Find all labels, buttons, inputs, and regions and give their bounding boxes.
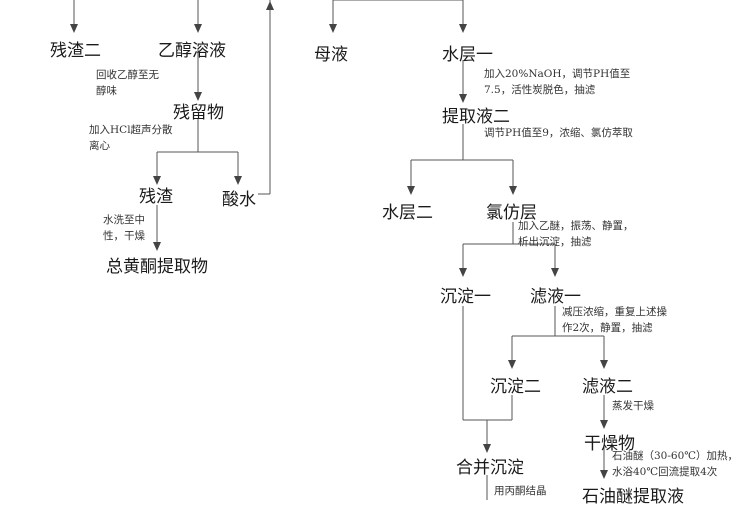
node-water-layer2: 水层二 [382,203,433,223]
note-line: 作2次，静置，抽滤 [562,322,653,334]
node-mother-liquor: 母液 [314,45,348,65]
note-reduce-pressure: 减压浓缩，重复上述操 作2次，静置，抽滤 [562,304,667,336]
note-line: 调节PH值至9，浓缩、氯仿萃取 [484,127,633,139]
note-line: 醇味 [96,85,117,97]
note-add-hcl: 加入HCl超声分散 离心 [89,122,173,154]
note-line: 回收乙醇至无 [96,69,159,81]
node-filtrate2: 滤液二 [582,377,633,397]
note-add-ether: 加入乙醚，振荡、静置， 析出沉淀，抽滤 [518,218,634,250]
note-line: 加入20%NaOH，调节PH值至 [484,68,631,80]
node-residue2: 残渣二 [50,41,101,61]
note-line: 蒸发干燥 [612,400,654,412]
node-acid-water: 酸水 [222,190,256,210]
note-petroleum-ether: 石油醚（30-60℃）加热， 水浴40℃回流提取4次 [612,448,738,480]
node-extract2: 提取液二 [442,107,510,127]
note-line: 加入乙醚，振荡、静置， [518,220,634,232]
note-line: 用丙酮结晶 [494,485,547,497]
note-line: 离心 [89,140,110,152]
note-line: 水洗至中 [103,214,145,226]
node-ethanol-solution: 乙醇溶液 [158,41,226,61]
note-recover-ethanol: 回收乙醇至无 醇味 [96,67,159,99]
node-water-layer1: 水层一 [442,45,493,65]
note-wash-neutral: 水洗至中 性，干燥 [103,212,145,244]
note-line: 水浴40℃回流提取4次 [612,466,718,478]
note-line: 析出沉淀，抽滤 [518,236,592,248]
node-combined-precipitate: 合并沉淀 [456,458,524,478]
node-chloroform-layer: 氯仿层 [486,203,537,223]
note-line: 减压浓缩，重复上述操 [562,306,667,318]
note-add-naoh: 加入20%NaOH，调节PH值至 7.5，活性炭脱色，抽滤 [484,66,630,98]
note-adjust-ph9: 调节PH值至9，浓缩、氯仿萃取 [484,125,633,141]
note-line: 石油醚（30-60℃）加热， [612,450,739,462]
note-evaporate-dry: 蒸发干燥 [612,398,654,414]
node-remnant: 残留物 [173,103,224,123]
node-total-flavonoid: 总黄酮提取物 [106,257,208,277]
node-dregs: 残渣 [139,187,173,207]
note-line: 性，干燥 [103,230,145,242]
note-line: 7.5，活性炭脱色，抽滤 [484,84,596,96]
node-precipitate1: 沉淀一 [440,287,491,307]
node-filtrate1: 滤液一 [530,287,581,307]
note-acetone-crystal: 用丙酮结晶 [494,483,547,499]
note-line: 加入HCl超声分散 [89,124,173,136]
node-precipitate2: 沉淀二 [490,377,541,397]
node-dried: 干燥物 [584,434,635,454]
node-petroleum-extract: 石油醚提取液 [582,487,684,507]
